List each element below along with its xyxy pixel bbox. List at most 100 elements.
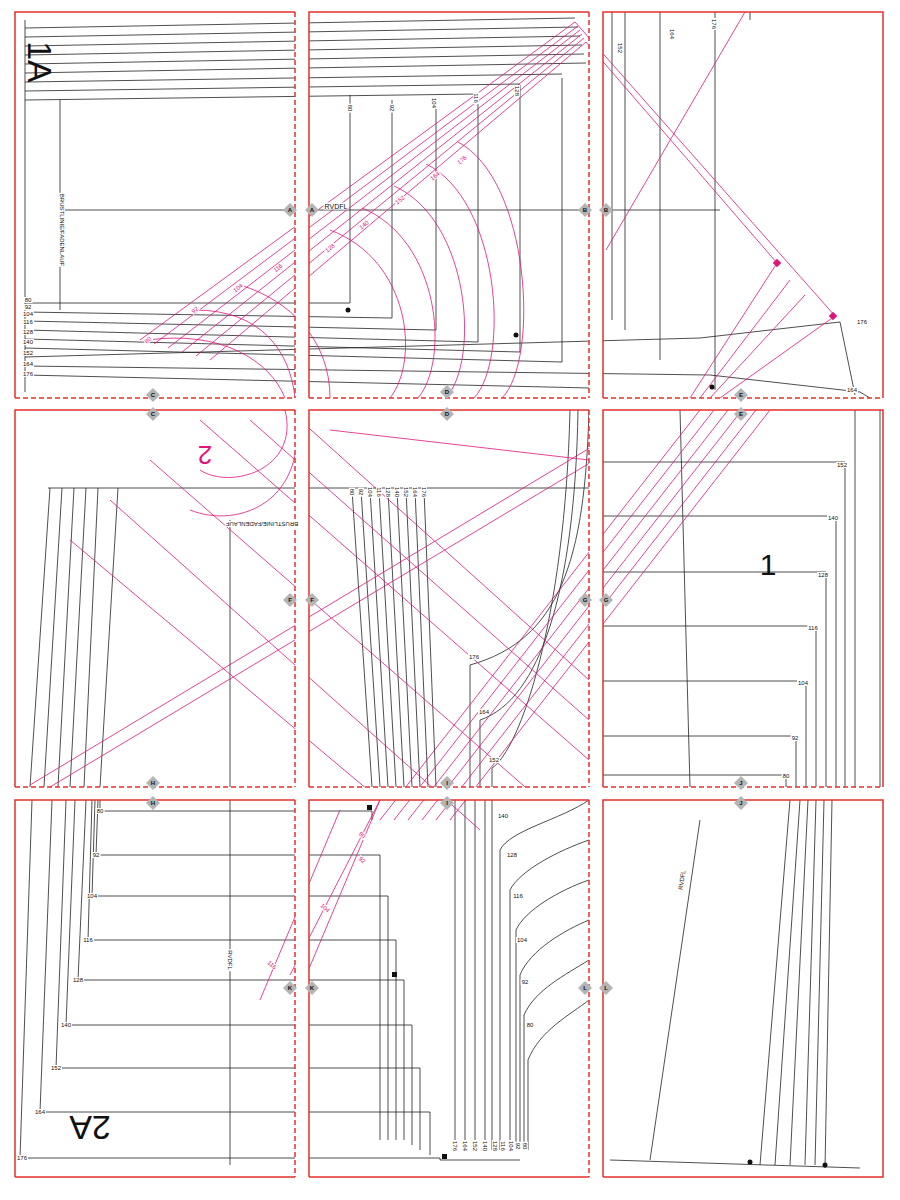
match-letter: F [310, 597, 314, 603]
match-letter: L [583, 985, 587, 991]
match-letter: G [604, 597, 609, 603]
size-number: 152 [403, 486, 409, 498]
size-number: 164 [412, 486, 418, 498]
size-number: 176 [16, 1155, 28, 1161]
size-number: 128 [492, 1140, 498, 1152]
match-letter: J [739, 800, 742, 806]
size-number: RVDFL [227, 949, 233, 971]
size-number: 92 [389, 104, 395, 113]
size-number: 92 [791, 735, 800, 741]
size-number: 152 [836, 462, 848, 468]
size-number: 140 [60, 1022, 72, 1028]
size-number: 164 [478, 709, 490, 715]
size-number: RVDFL [678, 869, 687, 891]
size-number: 140 [394, 486, 400, 498]
size-number: 80 [782, 773, 791, 779]
size-number: 128 [385, 486, 391, 498]
size-number: 152 [617, 42, 623, 54]
match-letter: F [288, 597, 292, 603]
size-number: 128 [817, 572, 829, 578]
size-number: 152 [22, 350, 34, 356]
piece-number: 2 [198, 442, 212, 468]
match-letter: H [151, 800, 155, 806]
markers [346, 259, 838, 1168]
size-number: 116 [473, 92, 479, 104]
size-number: 176 [455, 154, 468, 166]
match-letter: I [446, 800, 448, 806]
size-number: 92 [357, 855, 368, 865]
size-number: 116 [807, 625, 819, 631]
match-letter: B [583, 207, 587, 213]
tile-borders [15, 12, 883, 1177]
match-letter: D [445, 411, 449, 417]
size-number: 80 [357, 830, 368, 840]
size-number: 176 [452, 1140, 458, 1152]
size-number: 176 [856, 319, 868, 325]
piece-number: 1A [23, 41, 57, 83]
size-number: 116 [512, 893, 524, 899]
size-number: 164 [462, 1140, 468, 1152]
match-letter: K [310, 985, 314, 991]
size-number: 92 [358, 488, 364, 497]
piece-number: 2A [69, 1111, 111, 1145]
size-number: 164 [22, 361, 34, 367]
match-letter: C [151, 411, 155, 417]
size-number: 128 [514, 85, 520, 97]
match-letter: I [446, 780, 448, 786]
size-number: 176 [711, 18, 717, 30]
size-number: 92 [24, 304, 33, 310]
size-number: 152 [488, 757, 500, 763]
size-number: 164 [428, 170, 441, 182]
size-number: 128 [72, 977, 84, 983]
size-number: 128 [22, 329, 34, 335]
match-letter: K [288, 985, 292, 991]
match-letter: J [739, 780, 742, 786]
size-number: 164 [846, 387, 858, 393]
size-number: 80 [96, 808, 105, 814]
size-number: 104 [86, 893, 98, 899]
size-number: 104 [508, 1140, 514, 1152]
size-number: 104 [797, 680, 809, 686]
size-number: 92 [521, 979, 530, 985]
size-number: 104 [22, 311, 34, 317]
size-number: 152 [393, 194, 406, 206]
size-number: 176 [421, 486, 427, 498]
size-number: 140 [827, 515, 839, 521]
match-diamonds [146, 203, 748, 995]
size-number: 116 [376, 486, 382, 498]
size-number: 116 [500, 1140, 506, 1152]
size-number: 104 [231, 282, 244, 294]
match-letter: E [739, 411, 743, 417]
size-number: 92 [190, 305, 201, 315]
size-number: 152 [472, 1140, 478, 1152]
size-number: 80 [24, 297, 33, 303]
size-number: 128 [323, 242, 336, 254]
size-number: 104 [431, 97, 437, 109]
size-number: 140 [482, 1140, 488, 1152]
match-letter: E [739, 392, 743, 398]
match-letter: A [310, 207, 314, 213]
size-number: 104 [318, 902, 331, 914]
size-number: 140 [22, 339, 34, 345]
size-number: 164 [34, 1109, 46, 1115]
match-letter: L [604, 985, 608, 991]
match-letter: D [445, 389, 449, 395]
size-number: BRUSTLINIE/FADENLAUF [59, 193, 65, 267]
size-number: 116 [82, 937, 94, 943]
match-letter: G [583, 597, 588, 603]
size-number: 128 [506, 852, 518, 858]
size-number: 80 [522, 1142, 528, 1151]
size-number: 80 [349, 488, 355, 497]
size-number: 116 [22, 319, 34, 325]
size-number: 176 [468, 654, 480, 660]
size-number: 104 [516, 937, 528, 943]
pattern-lines [20, 12, 880, 1168]
match-letter: B [604, 207, 608, 213]
pattern-alternative-lines [30, 12, 835, 1000]
match-letter: H [151, 780, 155, 786]
match-letter: A [288, 207, 292, 213]
piece-number: 1 [760, 550, 777, 580]
